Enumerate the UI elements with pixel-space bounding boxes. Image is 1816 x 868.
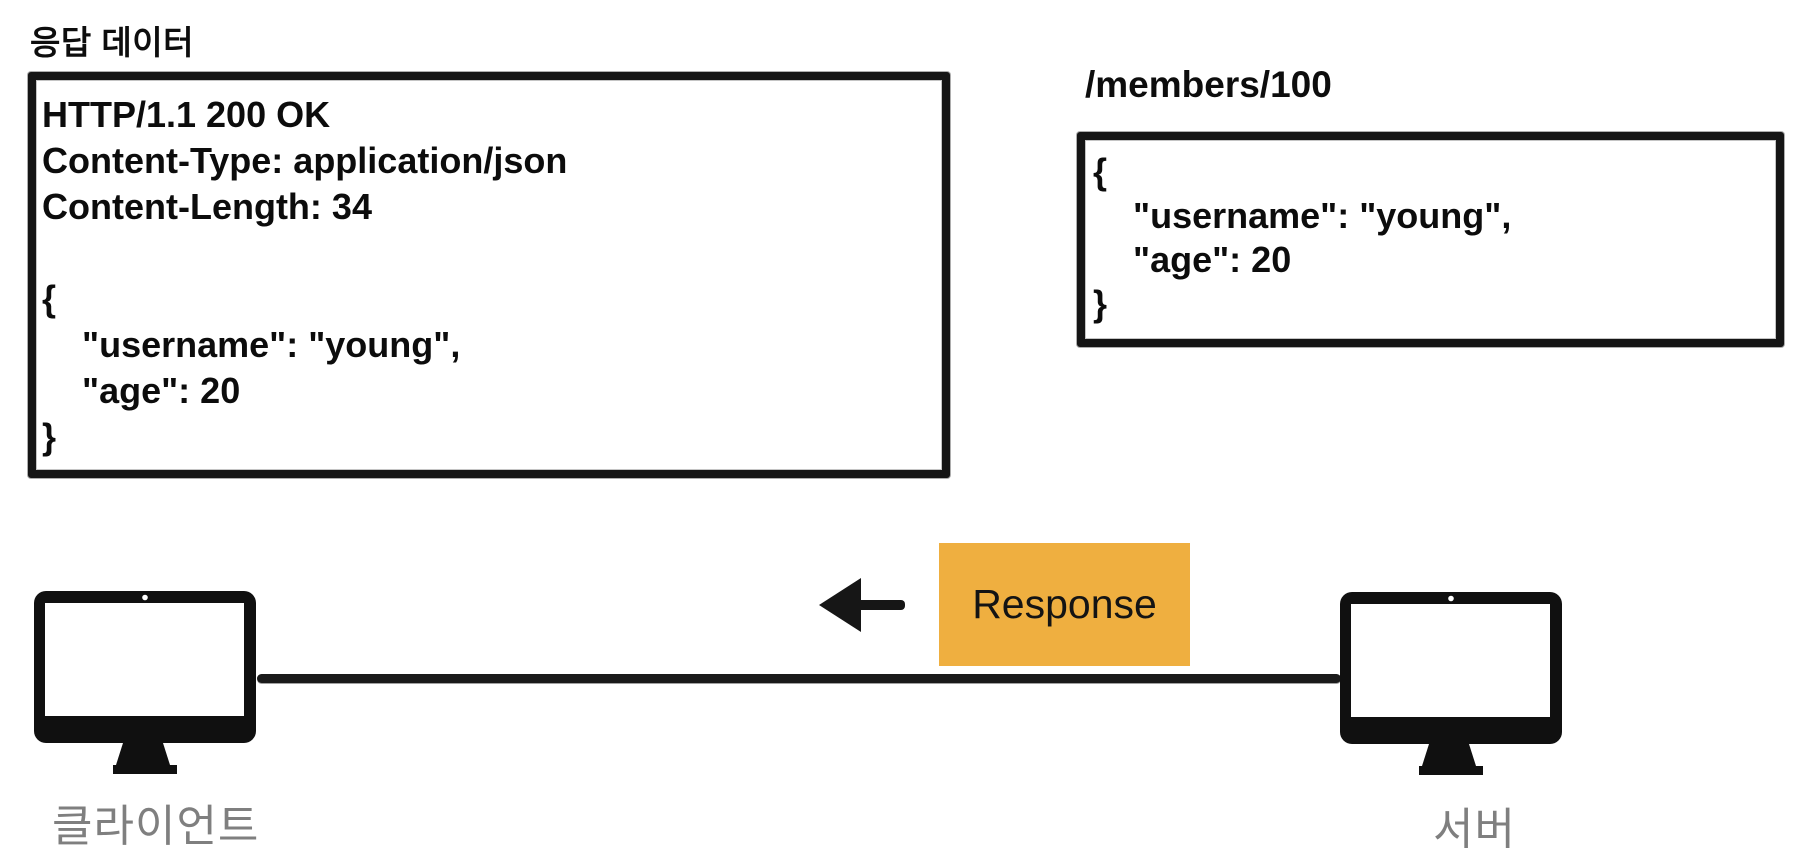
page-title: 응답 데이터 <box>30 24 194 61</box>
code-line-content-length: Content-Length: 34 <box>42 186 372 227</box>
code-line-age: "age": 20 <box>42 370 241 411</box>
network-wire <box>257 674 1341 683</box>
server-monitor-icon <box>1340 592 1562 776</box>
response-data-box: HTTP/1.1 200 OK Content-Type: applicatio… <box>28 72 950 478</box>
left-arrow-icon <box>814 572 909 638</box>
code-line-status: HTTP/1.1 200 OK <box>42 94 331 135</box>
client-monitor-icon <box>34 591 256 775</box>
code-line-age: "age": 20 <box>1093 239 1292 280</box>
code-line-content-type: Content-Type: application/json <box>42 140 568 181</box>
client-label: 클라이언트 <box>52 802 260 851</box>
response-badge-label: Response <box>972 581 1157 627</box>
code-line-blank <box>42 230 932 276</box>
code-line-brace-open: { <box>42 278 57 319</box>
code-line-username: "username": "young", <box>42 324 461 365</box>
server-label: 서버 <box>1433 805 1516 854</box>
code-line-brace-close: } <box>42 416 57 457</box>
code-line-brace-open: { <box>1093 151 1108 192</box>
code-line-brace-close: } <box>1093 283 1108 324</box>
members-resource-box: { "username": "young", "age": 20 } <box>1077 132 1784 347</box>
request-path-label: /members/100 <box>1085 64 1332 105</box>
response-badge: Response <box>939 543 1190 666</box>
code-line-username: "username": "young", <box>1093 195 1512 236</box>
